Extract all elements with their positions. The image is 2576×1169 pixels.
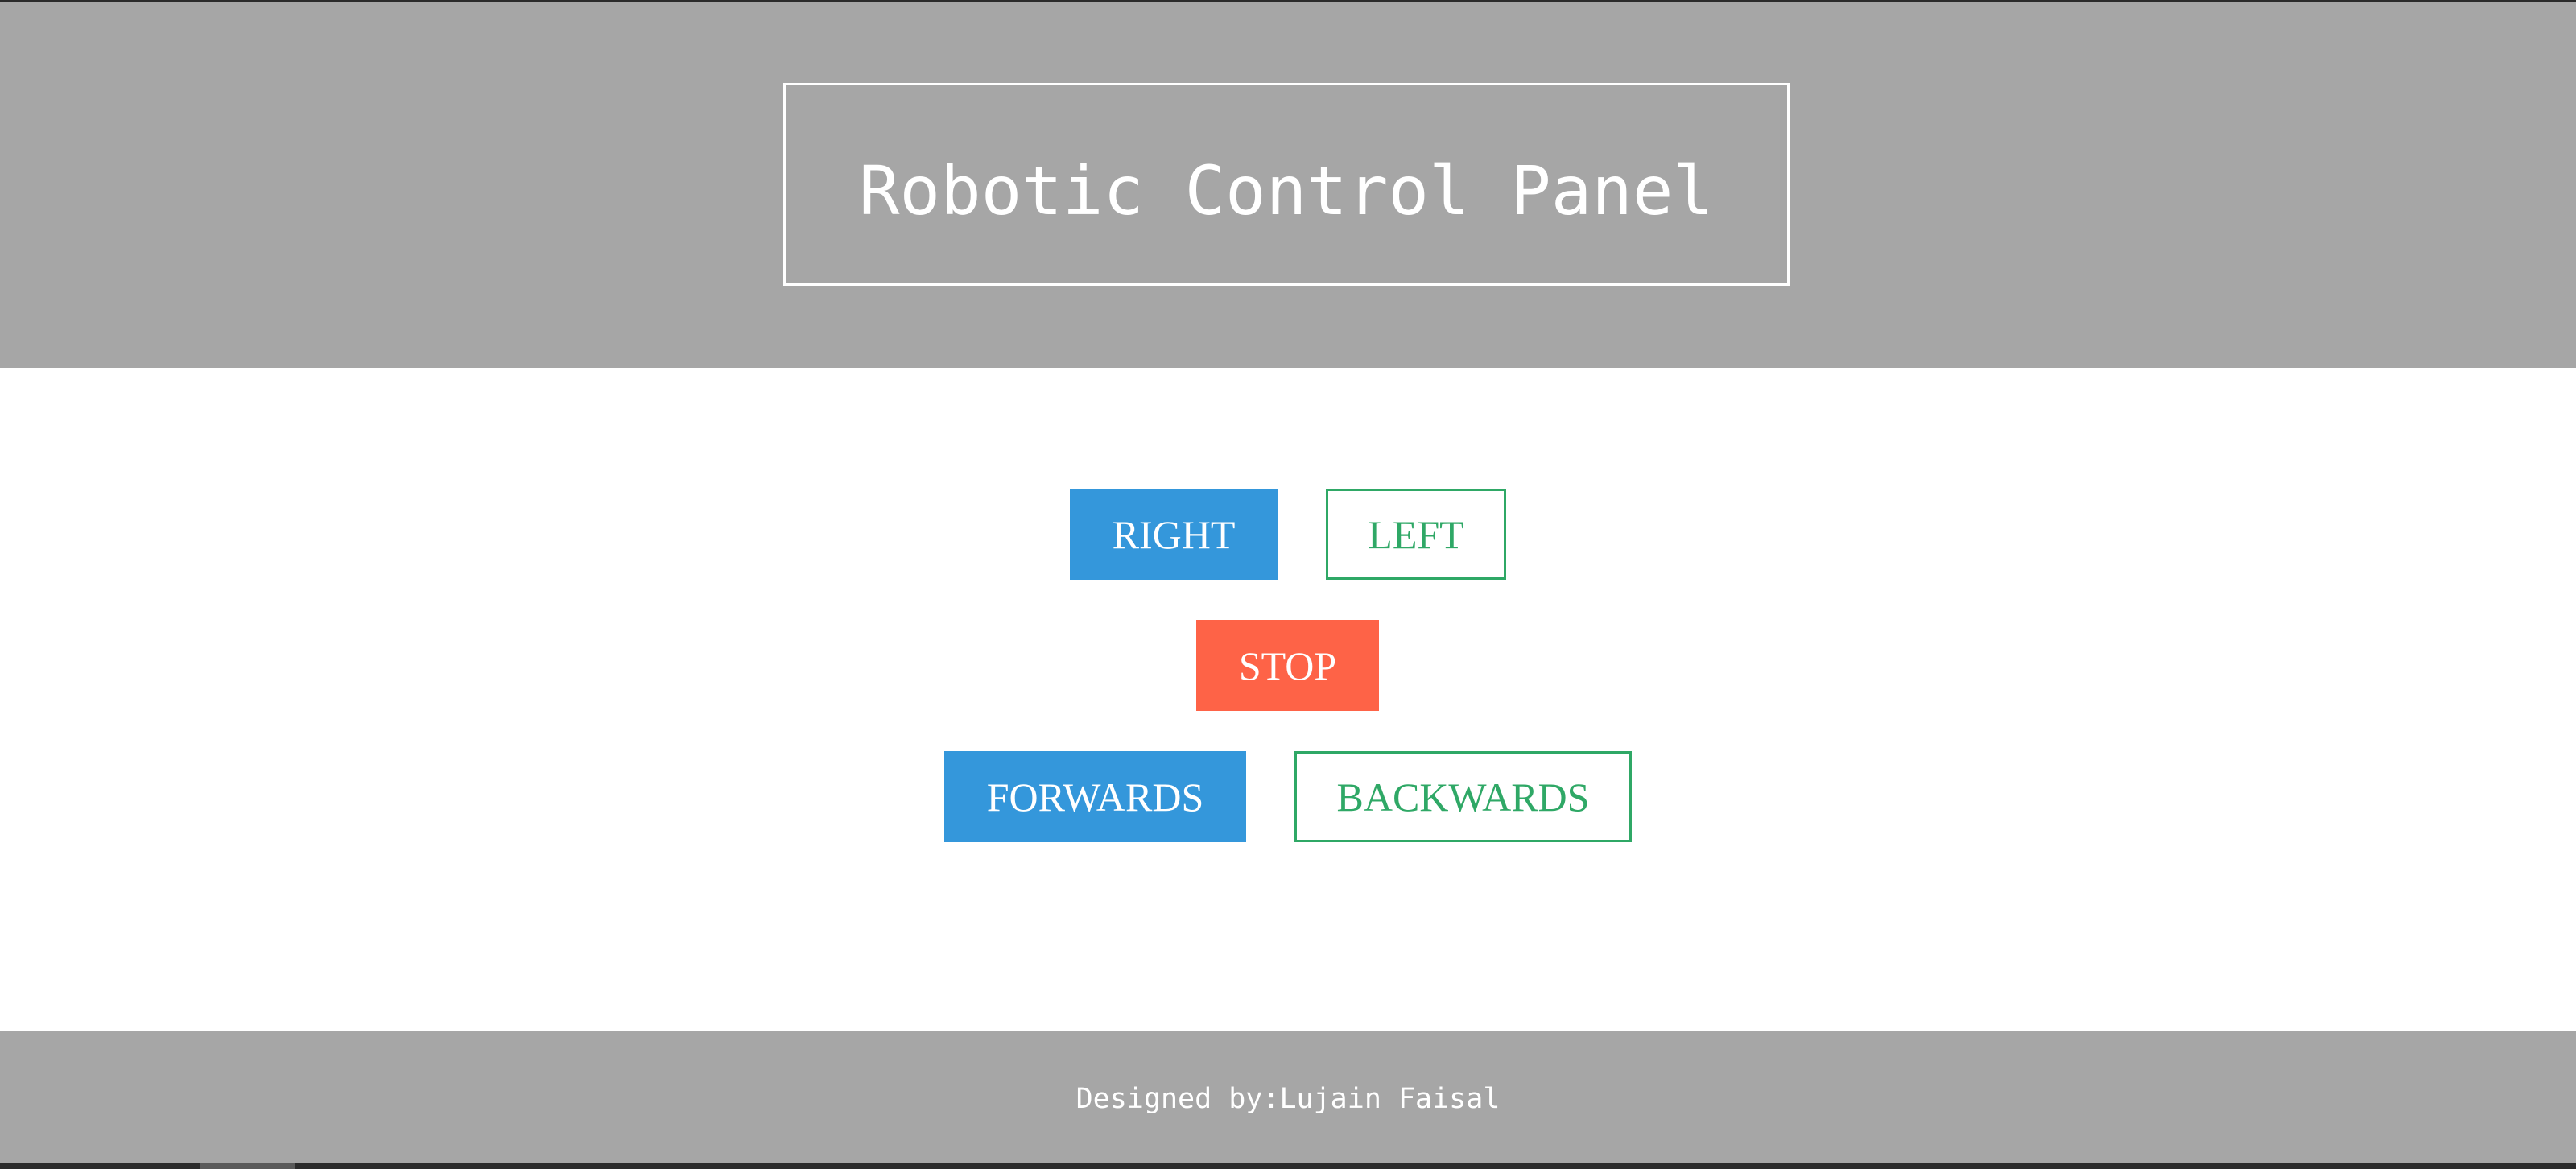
title-frame: Robotic Control Panel <box>783 83 1790 286</box>
backwards-button[interactable]: BACKWARDS <box>1294 751 1632 842</box>
right-button[interactable]: RIGHT <box>1070 489 1278 580</box>
window-top-edge <box>0 0 2576 2</box>
scrollbar-thumb[interactable] <box>200 1163 295 1169</box>
left-button[interactable]: LEFT <box>1326 489 1506 580</box>
stop-button[interactable]: STOP <box>1196 620 1379 711</box>
horizontal-scrollbar[interactable] <box>0 1163 2576 1169</box>
forwards-button[interactable]: FORWARDS <box>944 751 1246 842</box>
page-title: Robotic Control Panel <box>858 151 1715 230</box>
header: Robotic Control Panel <box>0 2 2576 368</box>
footer-credit: Designed by:Lujain Faisal <box>1075 1082 1501 1115</box>
footer: Designed by:Lujain Faisal <box>0 1031 2576 1163</box>
